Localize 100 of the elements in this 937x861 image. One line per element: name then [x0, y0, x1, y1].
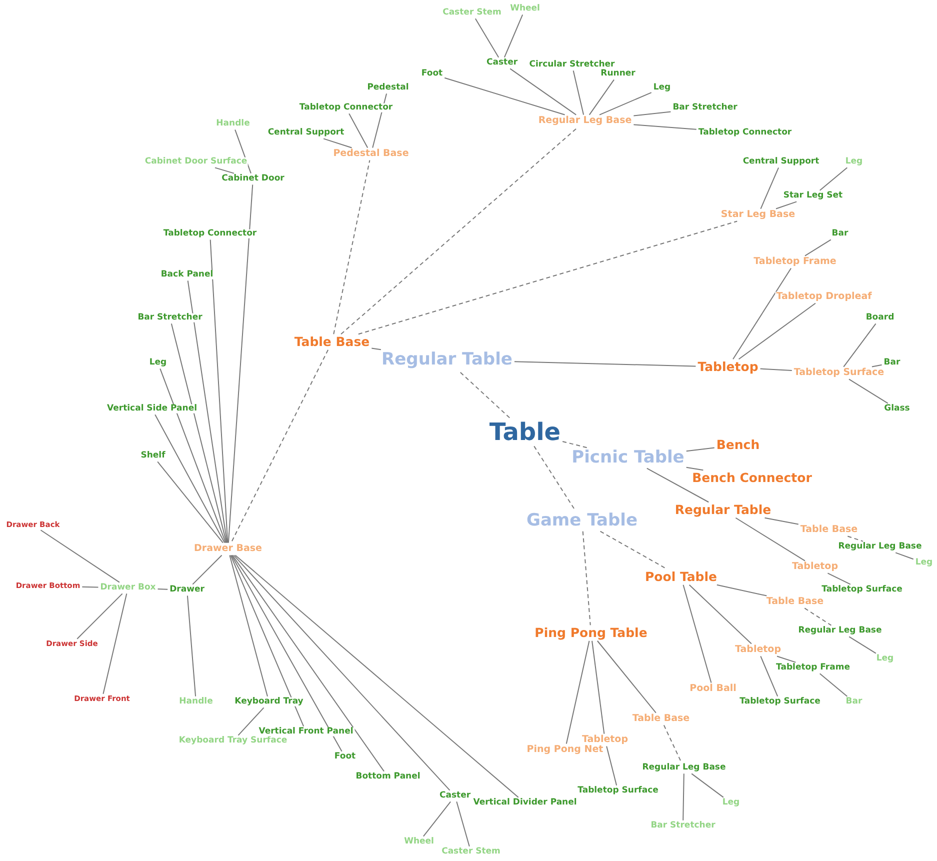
connector-line — [231, 554, 342, 752]
connector-line — [40, 530, 120, 583]
part-label: Handle — [178, 697, 214, 707]
part-label: Tabletop — [790, 562, 840, 572]
connector-line — [688, 584, 752, 644]
part-label: Tabletop — [580, 734, 630, 746]
part-label: Pool Table — [644, 570, 718, 584]
connector-line — [228, 184, 254, 544]
connector-line — [682, 773, 684, 821]
connector-line — [444, 77, 566, 116]
part-label: Vertical Side Panel — [106, 404, 198, 414]
connector-line — [819, 673, 848, 697]
part-label: Cabinet Door Surface — [144, 157, 248, 167]
connector-line — [738, 302, 816, 360]
connector-line — [238, 707, 264, 736]
part-label: Tabletop — [696, 360, 760, 374]
connector-line — [848, 636, 876, 654]
part-label: Caster — [485, 58, 519, 68]
connector-line — [76, 593, 123, 640]
part-label: Back Panel — [160, 270, 214, 280]
connector-line — [504, 14, 524, 58]
connector-line — [160, 368, 226, 544]
connector-line — [514, 361, 696, 367]
connector-line — [186, 595, 196, 697]
connector-line — [633, 111, 672, 116]
part-label: Vertical Divider Panel — [472, 798, 578, 808]
connector-line — [572, 70, 584, 116]
connector-line — [234, 554, 519, 798]
part-label: Table Base — [799, 524, 859, 536]
part-label: Tabletop Connector — [162, 229, 258, 239]
connector-line — [819, 167, 848, 191]
part-label: Glass — [883, 404, 911, 414]
part-label: Board — [864, 313, 896, 323]
connector-line — [760, 656, 778, 697]
part-label: Regular Leg Base — [797, 626, 883, 636]
part-label: Ping Pong Table — [534, 626, 648, 640]
part-label: Tabletop Connector — [697, 128, 793, 138]
connector-line — [371, 348, 382, 350]
connector-line — [804, 239, 832, 256]
connector-line — [214, 167, 234, 174]
connector-line — [562, 440, 588, 448]
connector-line — [732, 268, 792, 360]
connector-line — [333, 160, 370, 335]
connector-line — [229, 554, 268, 697]
connector-line — [895, 552, 914, 560]
connector-line — [157, 461, 224, 544]
part-label: Wheel — [509, 4, 541, 14]
part-label: Pedestal — [366, 83, 410, 93]
part-label: Ping Pong Net — [526, 744, 604, 756]
connector-line — [230, 349, 329, 544]
connector-line — [776, 201, 798, 210]
connector-line — [682, 584, 712, 684]
part-label: Bench Connector — [691, 471, 813, 485]
part-label: Regular Table — [674, 503, 772, 517]
part-label: Bar Stretcher — [672, 103, 738, 113]
part-label: Caster — [438, 791, 472, 801]
connector-line — [232, 554, 385, 772]
part-label: Bar Stretcher — [136, 313, 204, 323]
connector-line — [848, 378, 888, 404]
part-label: Pedestal Base — [332, 148, 410, 160]
part-label: Tabletop Dropleaf — [775, 292, 873, 302]
connector-line — [760, 167, 780, 210]
connector-line — [633, 124, 697, 130]
connector-line — [474, 18, 500, 58]
part-label: Leg — [844, 157, 864, 167]
part-label: Tabletop Surface — [576, 786, 660, 796]
part-label: Pool Ball — [688, 684, 738, 694]
connector-line — [566, 640, 590, 744]
connector-line — [210, 239, 228, 544]
part-label: Foot — [420, 69, 444, 79]
part-label: Leg — [721, 798, 741, 808]
part-label: Tabletop Surface — [792, 368, 886, 378]
connector-line — [458, 370, 510, 418]
part-label: Circular Stretcher — [528, 60, 616, 70]
connector-line — [157, 588, 168, 590]
part-label: Leg — [652, 83, 672, 93]
connector-line — [534, 446, 576, 512]
connector-line — [843, 323, 876, 368]
connector-line — [154, 414, 226, 544]
part-label: Regular Leg Base — [537, 116, 633, 126]
connector-line — [871, 364, 882, 368]
part-label: Regular Leg Base — [641, 763, 727, 773]
part-label: Central Support — [742, 157, 820, 167]
connector-line — [691, 773, 724, 798]
part-label: Tabletop Frame — [752, 256, 838, 268]
connector-line — [422, 801, 452, 837]
connector-line — [102, 593, 128, 694]
part-label: Shelf — [140, 451, 166, 461]
connector-line — [686, 447, 715, 452]
connector-line — [776, 656, 796, 663]
connector-line — [760, 368, 792, 371]
connector-line — [582, 530, 591, 626]
part-label: Table Base — [765, 596, 825, 608]
part-label: Drawer — [168, 585, 206, 595]
part-label: Bar — [844, 697, 864, 707]
part-label: Vertical Front Panel — [258, 727, 354, 737]
connector-line — [716, 584, 768, 596]
part-label: Bottom Panel — [354, 772, 422, 782]
part-label: Central Support — [266, 128, 346, 138]
part-label: Handle — [215, 119, 251, 129]
